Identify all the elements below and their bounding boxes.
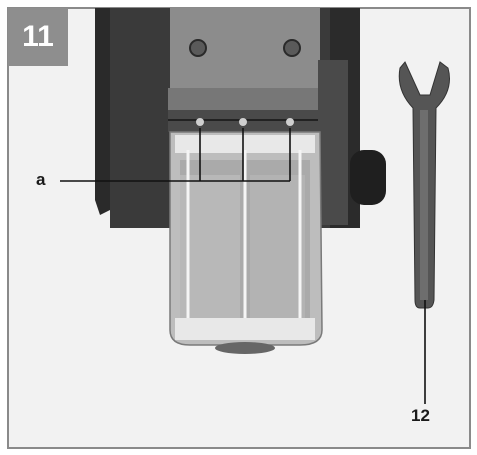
callout-label-spanner: 12: [411, 406, 430, 425]
callout-a-leader: [60, 128, 291, 182]
figure-number-badge: 11: [8, 8, 68, 66]
open-end-spanner-icon: [398, 61, 450, 309]
blade-drum-icon: [168, 88, 318, 132]
base-plate-icon: [169, 131, 323, 354]
callout-label-a: a: [36, 170, 46, 189]
